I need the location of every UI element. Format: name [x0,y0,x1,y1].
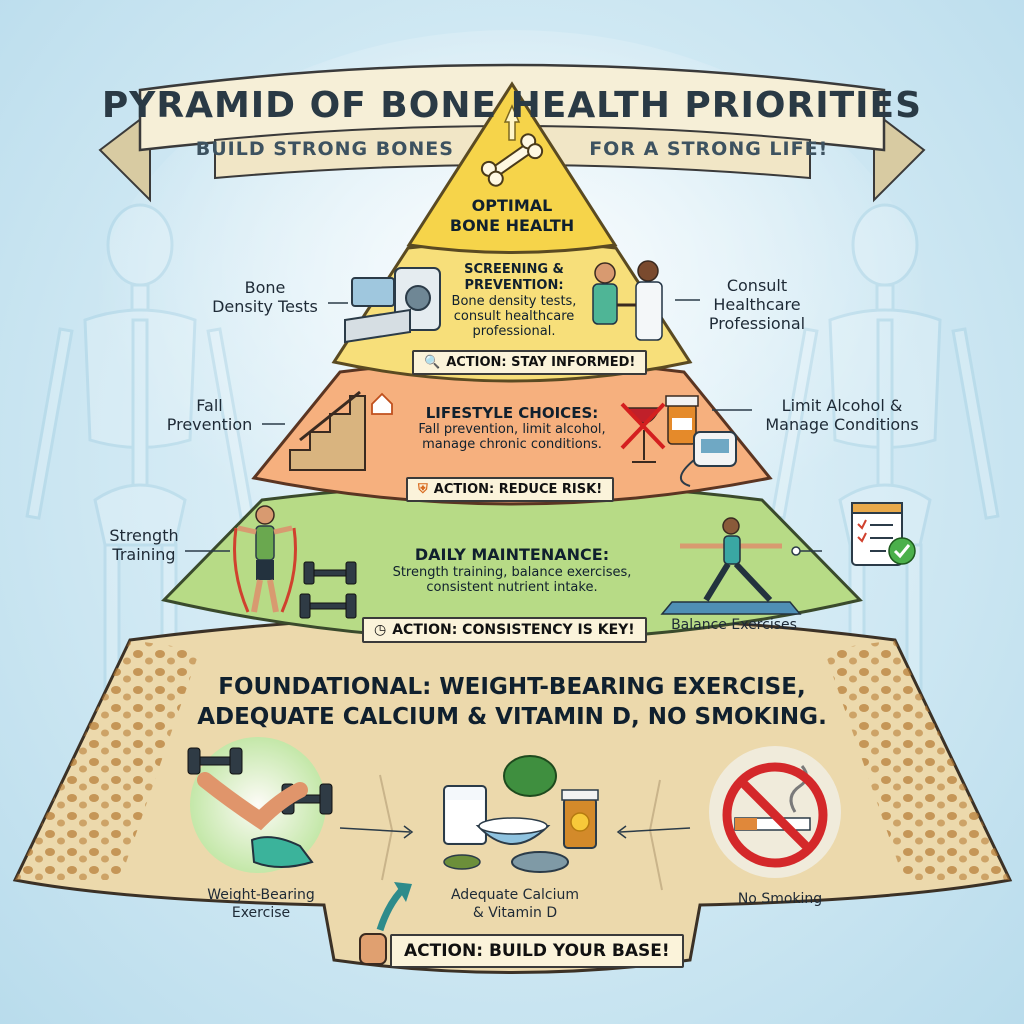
label-weight-line1: Weight-Bearing [207,887,315,903]
no-smoking-icon [722,762,828,868]
lifestyle-desc-line2: manage chronic conditions. [422,437,602,452]
label-weight-bearing-exercise: Weight-Bearing Exercise [186,886,336,922]
fist-icon [359,933,387,965]
foundation-action-badge: ACTION: BUILD YOUR BASE! [390,934,684,968]
label-fall-line2: Prevention [166,415,253,434]
subtitle-left: BUILD STRONG BONES [195,138,454,160]
magnifier-icon: 🔍 [424,355,441,370]
foundation-title: FOUNDATIONAL: WEIGHT-BEARING EXERCISE, A… [150,672,874,732]
page-subtitle: BUILD STRONG BONES FOR A STRONG LIFE! [0,138,1024,160]
doctor-patient-icon [592,260,663,341]
label-calcium-line1: Adequate Calcium [450,887,580,903]
page-title: PYRAMID OF BONE HEALTH PRIORITIES [101,85,923,126]
label-consult-line1: Consult [726,276,788,295]
balance-exercise-icon [660,517,802,615]
screening-text: SCREENING & PREVENTION: Bone density tes… [434,262,594,339]
arrow-up-icon [503,104,521,141]
screening-action-text: ACTION: STAY INFORMED! [446,355,636,370]
daily-action-badge: ◷ ACTION: CONSISTENCY IS KEY! [362,617,647,643]
screening-title-line2: PREVENTION: [464,278,564,293]
checklist-icon [851,502,916,566]
growth-arrow-icon [376,882,412,932]
pill-bottle-icon [665,395,699,445]
house-icon [371,392,393,415]
label-consult-professional: Consult Healthcare Professional [696,276,818,333]
foundation-title-line1: FOUNDATIONAL: WEIGHT-BEARING EXERCISE, [218,674,806,700]
apex-title: OPTIMAL BONE HEALTH [432,196,592,236]
exercise-glow [190,737,326,873]
label-calcium-vitamin-d: Adequate Calcium & Vitamin D [430,886,600,922]
label-balance-exercises: Balance Exercises [671,617,797,633]
lifestyle-desc-line1: Fall prevention, limit alcohol, [418,422,606,437]
weight-bearing-exercise-icon [187,747,333,868]
label-fall-prevention: Fall Prevention [152,396,267,434]
daily-text: DAILY MAINTENANCE: Strength training, ba… [372,545,652,595]
label-bone-density-line1: Bone [244,278,286,297]
label-strength-line2: Training [112,545,176,564]
scanner-icon [344,267,441,344]
stairs-icon [289,390,366,471]
title-banner [98,63,926,203]
label-strength-training: Strength Training [94,526,194,564]
screening-desc-line2: consult healthcare [453,309,575,324]
label-alcohol-line1: Limit Alcohol & [781,396,903,415]
screening-desc-line3: professional. [472,324,556,339]
lifestyle-action-text: ACTION: REDUCE RISK! [433,482,603,497]
apex-tier [406,81,618,254]
subtitle-right: FOR A STRONG LIFE! [589,138,829,160]
lifestyle-text: LIFESTYLE CHOICES: Fall prevention, limi… [398,404,626,452]
shield-icon: ⛨ [418,482,428,497]
label-calcium-line2: & Vitamin D [472,905,558,921]
label-alcohol-line2: Manage Conditions [765,415,919,434]
lifestyle-title: LIFESTYLE CHOICES: [425,404,599,422]
lifestyle-action-badge: ⛨ ACTION: REDUCE RISK! [406,477,615,502]
foundation-tier [12,613,1013,974]
label-consult-line2: Healthcare [713,295,801,314]
apex-title-line2: BONE HEALTH [449,216,575,235]
screening-title-line1: SCREENING & [464,262,564,277]
label-strength-line1: Strength [109,526,179,545]
daily-action-text: ACTION: CONSISTENCY IS KEY! [392,622,635,638]
label-fall-line1: Fall [196,396,223,415]
daily-desc-line1: Strength training, balance exercises, [392,565,632,580]
label-consult-line3: Professional [708,314,806,333]
apex-title-line1: OPTIMAL [471,196,553,215]
screening-action-badge: 🔍 ACTION: STAY INFORMED! [412,350,648,375]
no-alcohol-icon [620,402,666,463]
strength-training-icon [233,505,297,613]
label-limit-alcohol: Limit Alcohol & Manage Conditions [758,396,926,434]
dumbbells-icon [299,561,357,619]
bone-icon [480,133,544,187]
label-no-smoking: No Smoking [737,891,823,907]
clock-icon: ◷ [374,622,387,638]
label-bone-density-tests: Bone Density Tests [200,278,330,316]
screening-desc-line1: Bone density tests, [451,294,577,309]
daily-desc-line2: consistent nutrient intake. [426,580,598,595]
label-weight-line2: Exercise [231,905,291,921]
blood-pressure-monitor-icon [680,431,737,487]
calcium-foods-icon [443,755,599,873]
foundation-title-line2: ADEQUATE CALCIUM & VITAMIN D, NO SMOKING… [197,704,827,730]
label-bone-density-line2: Density Tests [212,297,318,316]
daily-title: DAILY MAINTENANCE: [414,545,610,564]
